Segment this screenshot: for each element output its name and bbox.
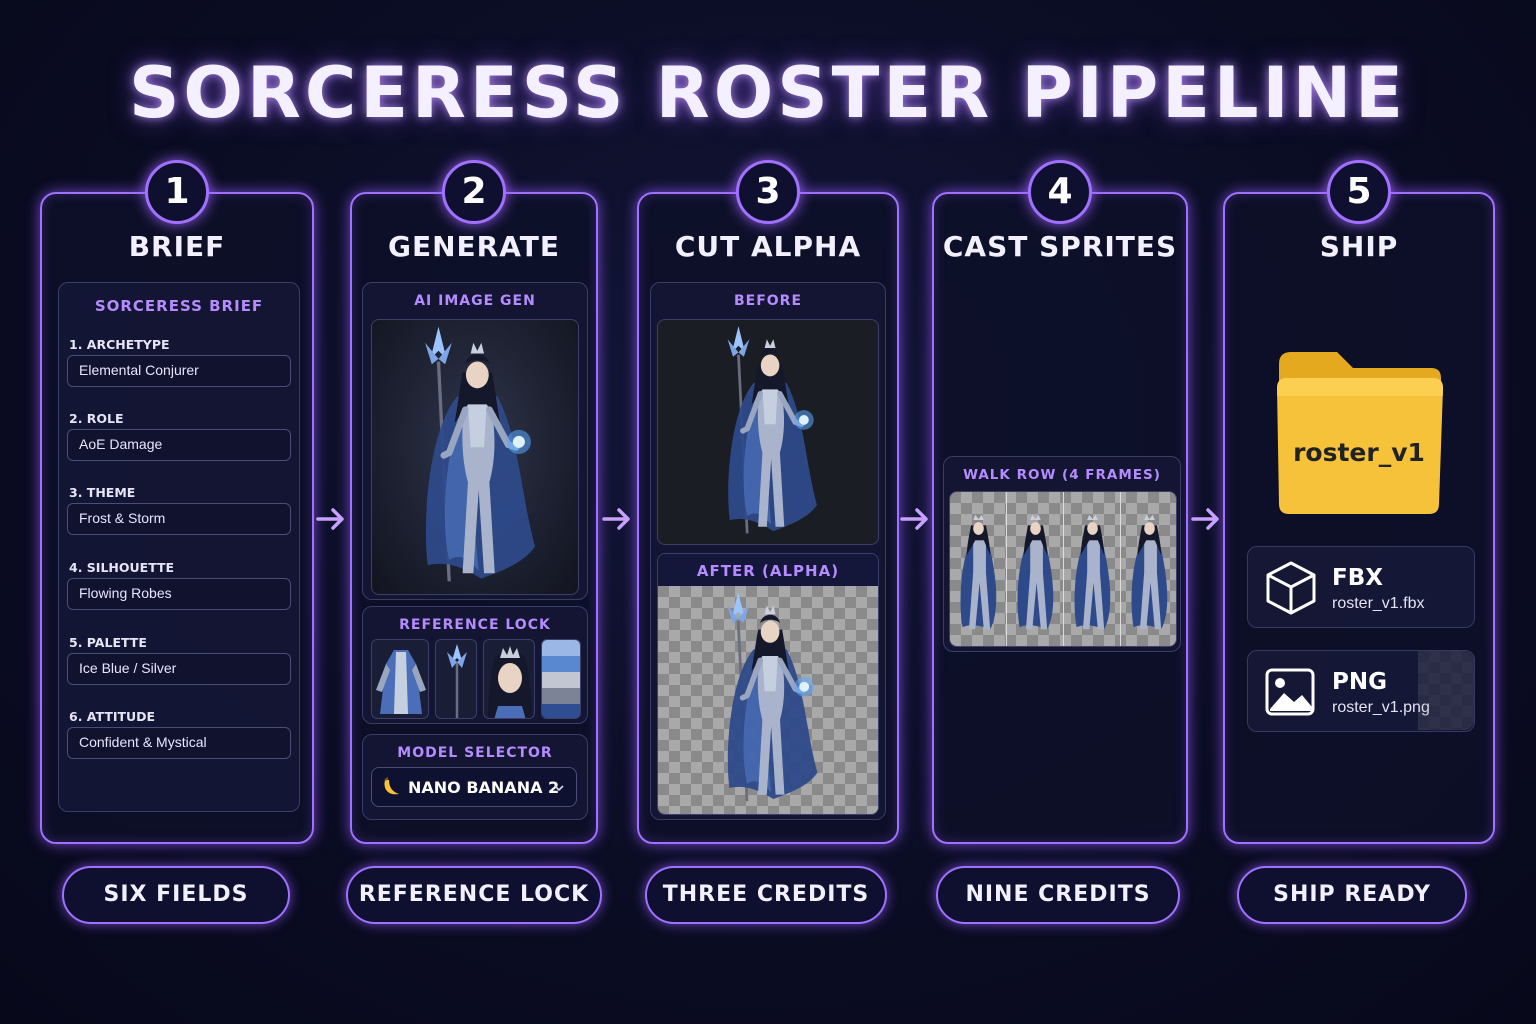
chevron-down-icon xyxy=(554,785,564,792)
fbx-file-item[interactable]: FBX roster_v1.fbx xyxy=(1247,546,1475,628)
arrow-right-icon xyxy=(316,508,344,530)
after-alpha-image xyxy=(658,586,878,814)
step-panel-brief: 1 BRIEF SORCERESS BRIEF 1. ARCHETYPE Ele… xyxy=(40,160,314,844)
file-name: roster_v1.fbx xyxy=(1332,595,1425,612)
brief-card: SORCERESS BRIEF 1. ARCHETYPE Elemental C… xyxy=(58,282,300,812)
step-heading: CAST SPRITES xyxy=(942,230,1178,263)
model-select-value: NANO BANANA 2 xyxy=(408,778,560,797)
image-icon xyxy=(1265,668,1315,716)
sprite-frame xyxy=(950,492,1007,646)
reference-lock-card: REFERENCE LOCK xyxy=(362,606,588,724)
step-pill-nine-credits: NINE CREDITS xyxy=(936,866,1180,924)
palette-field[interactable]: Ice Blue / Silver xyxy=(67,653,291,685)
card-title: AI IMAGE GEN xyxy=(414,293,536,309)
card-title: BEFORE xyxy=(733,293,803,309)
arrow-right-icon xyxy=(602,508,630,530)
folder-icon[interactable]: roster_v1 xyxy=(1271,344,1447,520)
png-file-item[interactable]: PNG roster_v1.png xyxy=(1247,650,1475,732)
silhouette-field[interactable]: Flowing Robes xyxy=(67,578,291,610)
step-pill-reference-lock: REFERENCE LOCK xyxy=(346,866,602,924)
file-type: FBX xyxy=(1332,565,1383,591)
step-panel-ship: 5 SHIP roster_v1 FBX roster_v1.fbx PNG r… xyxy=(1223,160,1495,844)
ai-image-gen-card: AI IMAGE GEN xyxy=(362,282,588,600)
cut-alpha-card: BEFORE AFTER (ALPHA) xyxy=(650,282,886,820)
step-panel-cut-alpha: 3 CUT ALPHA BEFORE AFTER (ALPHA) xyxy=(637,160,899,844)
step-pill-ship-ready: SHIP READY xyxy=(1237,866,1467,924)
reference-staff-thumbnail[interactable] xyxy=(435,639,477,719)
card-title: WALK ROW (4 FRAMES) xyxy=(963,467,1161,483)
step-panel-cast-sprites: 4 CAST SPRITES WALK ROW (4 FRAMES) xyxy=(932,160,1188,844)
model-selector-card: MODEL SELECTOR NANO BANANA 2 xyxy=(362,734,588,820)
step-number: 5 xyxy=(1327,160,1391,224)
before-image xyxy=(657,319,879,545)
field-label: 3. THEME xyxy=(69,485,136,500)
field-label: 2. ROLE xyxy=(69,411,124,426)
reference-robe-thumbnail[interactable] xyxy=(371,639,429,719)
card-title: SORCERESS BRIEF xyxy=(94,297,264,315)
page-title: SORCERESS ROSTER PIPELINE xyxy=(129,52,1407,134)
arrow-right-icon xyxy=(900,508,928,530)
card-title: MODEL SELECTOR xyxy=(397,745,553,761)
walk-row-card: WALK ROW (4 FRAMES) xyxy=(943,456,1181,652)
step-pill-three-credits: THREE CREDITS xyxy=(645,866,887,924)
cube-icon xyxy=(1266,561,1316,615)
step-number: 1 xyxy=(145,160,209,224)
card-title: AFTER (ALPHA) xyxy=(696,562,840,580)
step-number: 3 xyxy=(736,160,800,224)
sprite-sheet xyxy=(949,491,1177,647)
sprite-frame xyxy=(1007,492,1064,646)
file-name: roster_v1.png xyxy=(1332,699,1430,716)
role-field[interactable]: AoE Damage xyxy=(67,429,291,461)
theme-field[interactable]: Frost & Storm xyxy=(67,503,291,535)
sprite-frame xyxy=(1121,492,1176,646)
archetype-field[interactable]: Elemental Conjurer xyxy=(67,355,291,387)
step-heading: SHIP xyxy=(1319,230,1399,263)
step-heading: CUT ALPHA xyxy=(674,230,862,263)
sprite-frame xyxy=(1064,492,1121,646)
field-label: 5. PALETTE xyxy=(69,635,147,650)
step-number: 4 xyxy=(1028,160,1092,224)
attitude-field[interactable]: Confident & Mystical xyxy=(67,727,291,759)
step-heading: BRIEF xyxy=(128,230,226,263)
step-panel-generate: 2 GENERATE AI IMAGE GEN REFERENCE LOCK xyxy=(350,160,598,844)
banana-icon xyxy=(384,777,399,795)
model-select[interactable]: NANO BANANA 2 xyxy=(371,767,577,807)
field-label: 4. SILHOUETTE xyxy=(69,560,175,575)
step-number: 2 xyxy=(442,160,506,224)
file-type: PNG xyxy=(1332,669,1387,695)
after-label-bar: AFTER (ALPHA) xyxy=(657,553,879,815)
reference-face-thumbnail[interactable] xyxy=(483,639,535,719)
reference-palette-swatch[interactable] xyxy=(541,639,581,719)
generated-image xyxy=(371,319,579,595)
folder-name: roster_v1 xyxy=(1293,438,1425,467)
arrow-right-icon xyxy=(1191,508,1219,530)
field-label: 6. ATTITUDE xyxy=(69,709,156,724)
card-title: REFERENCE LOCK xyxy=(399,617,551,633)
step-heading: GENERATE xyxy=(388,230,560,263)
step-pill-six-fields: SIX FIELDS xyxy=(62,866,290,924)
transparency-hint xyxy=(1418,651,1474,730)
field-label: 1. ARCHETYPE xyxy=(69,337,170,352)
